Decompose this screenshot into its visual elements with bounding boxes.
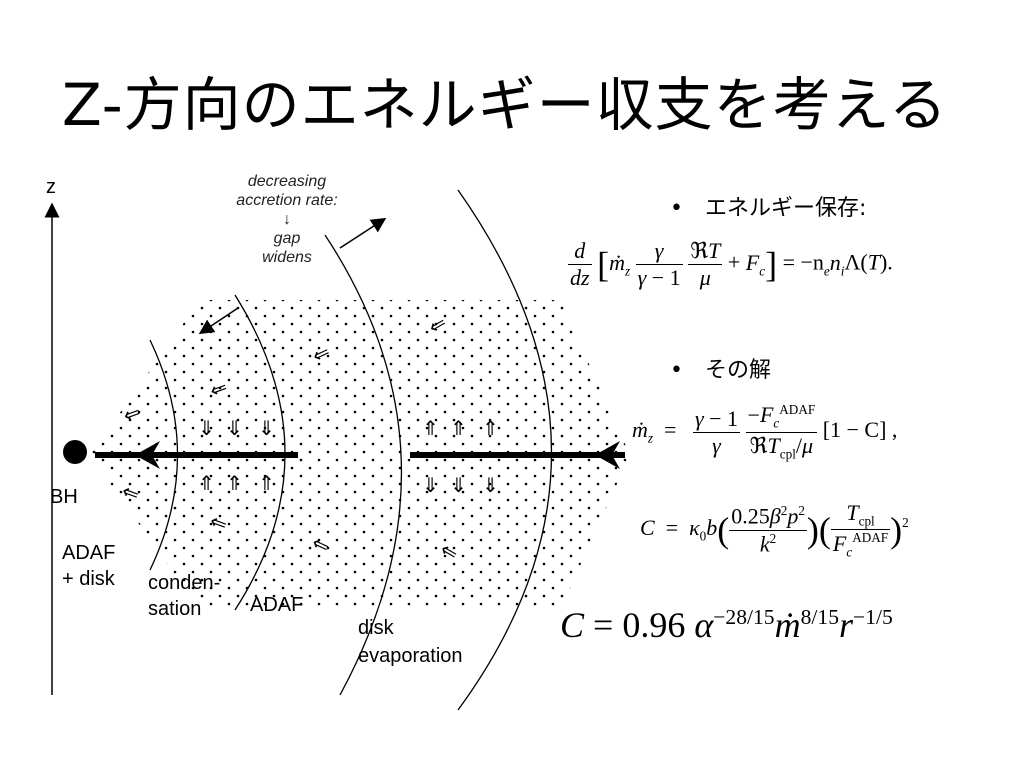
z-axis-label: z: [46, 176, 56, 198]
big-formula-prefix: = 0.96: [593, 605, 686, 645]
bh-label: BH: [50, 486, 78, 508]
flow-arrow: ⇐: [207, 508, 231, 536]
page-title: Z-方向のエネルギー収支を考える: [62, 71, 948, 139]
flow-arrow: ⇑: [258, 471, 275, 495]
flow-arrow: ⇑: [482, 416, 499, 440]
accretion-note: decreasing accretion rate: ↓ gap widens: [236, 173, 338, 266]
flow-arrow: ⇑: [422, 416, 439, 440]
adaf-label: ADAF: [250, 594, 304, 616]
note-arrow-inward: [198, 307, 239, 335]
flow-arrow: ⇓: [482, 473, 499, 497]
eq2-bracket: [1 − C] ,: [822, 417, 898, 443]
flow-arrow: ⇐: [120, 399, 144, 427]
flow-arrow: ⇐: [206, 374, 230, 402]
arc-adaf: [324, 234, 403, 696]
flow-arrow: ⇓: [198, 416, 215, 440]
dotted-flow-region: [90, 300, 630, 610]
flow-arrow: ⇐: [119, 478, 143, 506]
bullet-energy-label: エネルギー保存:: [704, 196, 867, 221]
flow-arrow: ⇑: [198, 471, 215, 495]
flow-arrow: ⇑: [226, 471, 243, 495]
flow-arrow: ⇓: [450, 473, 467, 497]
condensation-label: conden- sation: [148, 572, 221, 620]
note-arrow-outward: [339, 217, 387, 249]
flow-arrow: ⇓: [422, 473, 439, 497]
flow-arrow: ⇑: [450, 416, 467, 440]
flow-arrow: ⇓: [258, 416, 275, 440]
flow-arrow: ⇓: [226, 416, 243, 440]
bullet-solution: •その解: [670, 358, 771, 383]
bullet-solution-label: その解: [704, 358, 771, 383]
inner-disk-arrowhead: [135, 441, 160, 469]
outer-disk-arrowhead: [595, 441, 620, 469]
black-hole: [63, 440, 87, 464]
disk-evaporation-label: disk evaporation: [358, 617, 463, 667]
bullet-energy-conservation: •エネルギー保存:: [670, 196, 867, 221]
c-scaling-formula: C = 0.96 α−28/15ṁ8/15r−1/5: [560, 605, 893, 645]
adaf-disk-label: ADAF + disk: [62, 542, 116, 590]
eq1-rhs: = −n: [782, 249, 824, 275]
